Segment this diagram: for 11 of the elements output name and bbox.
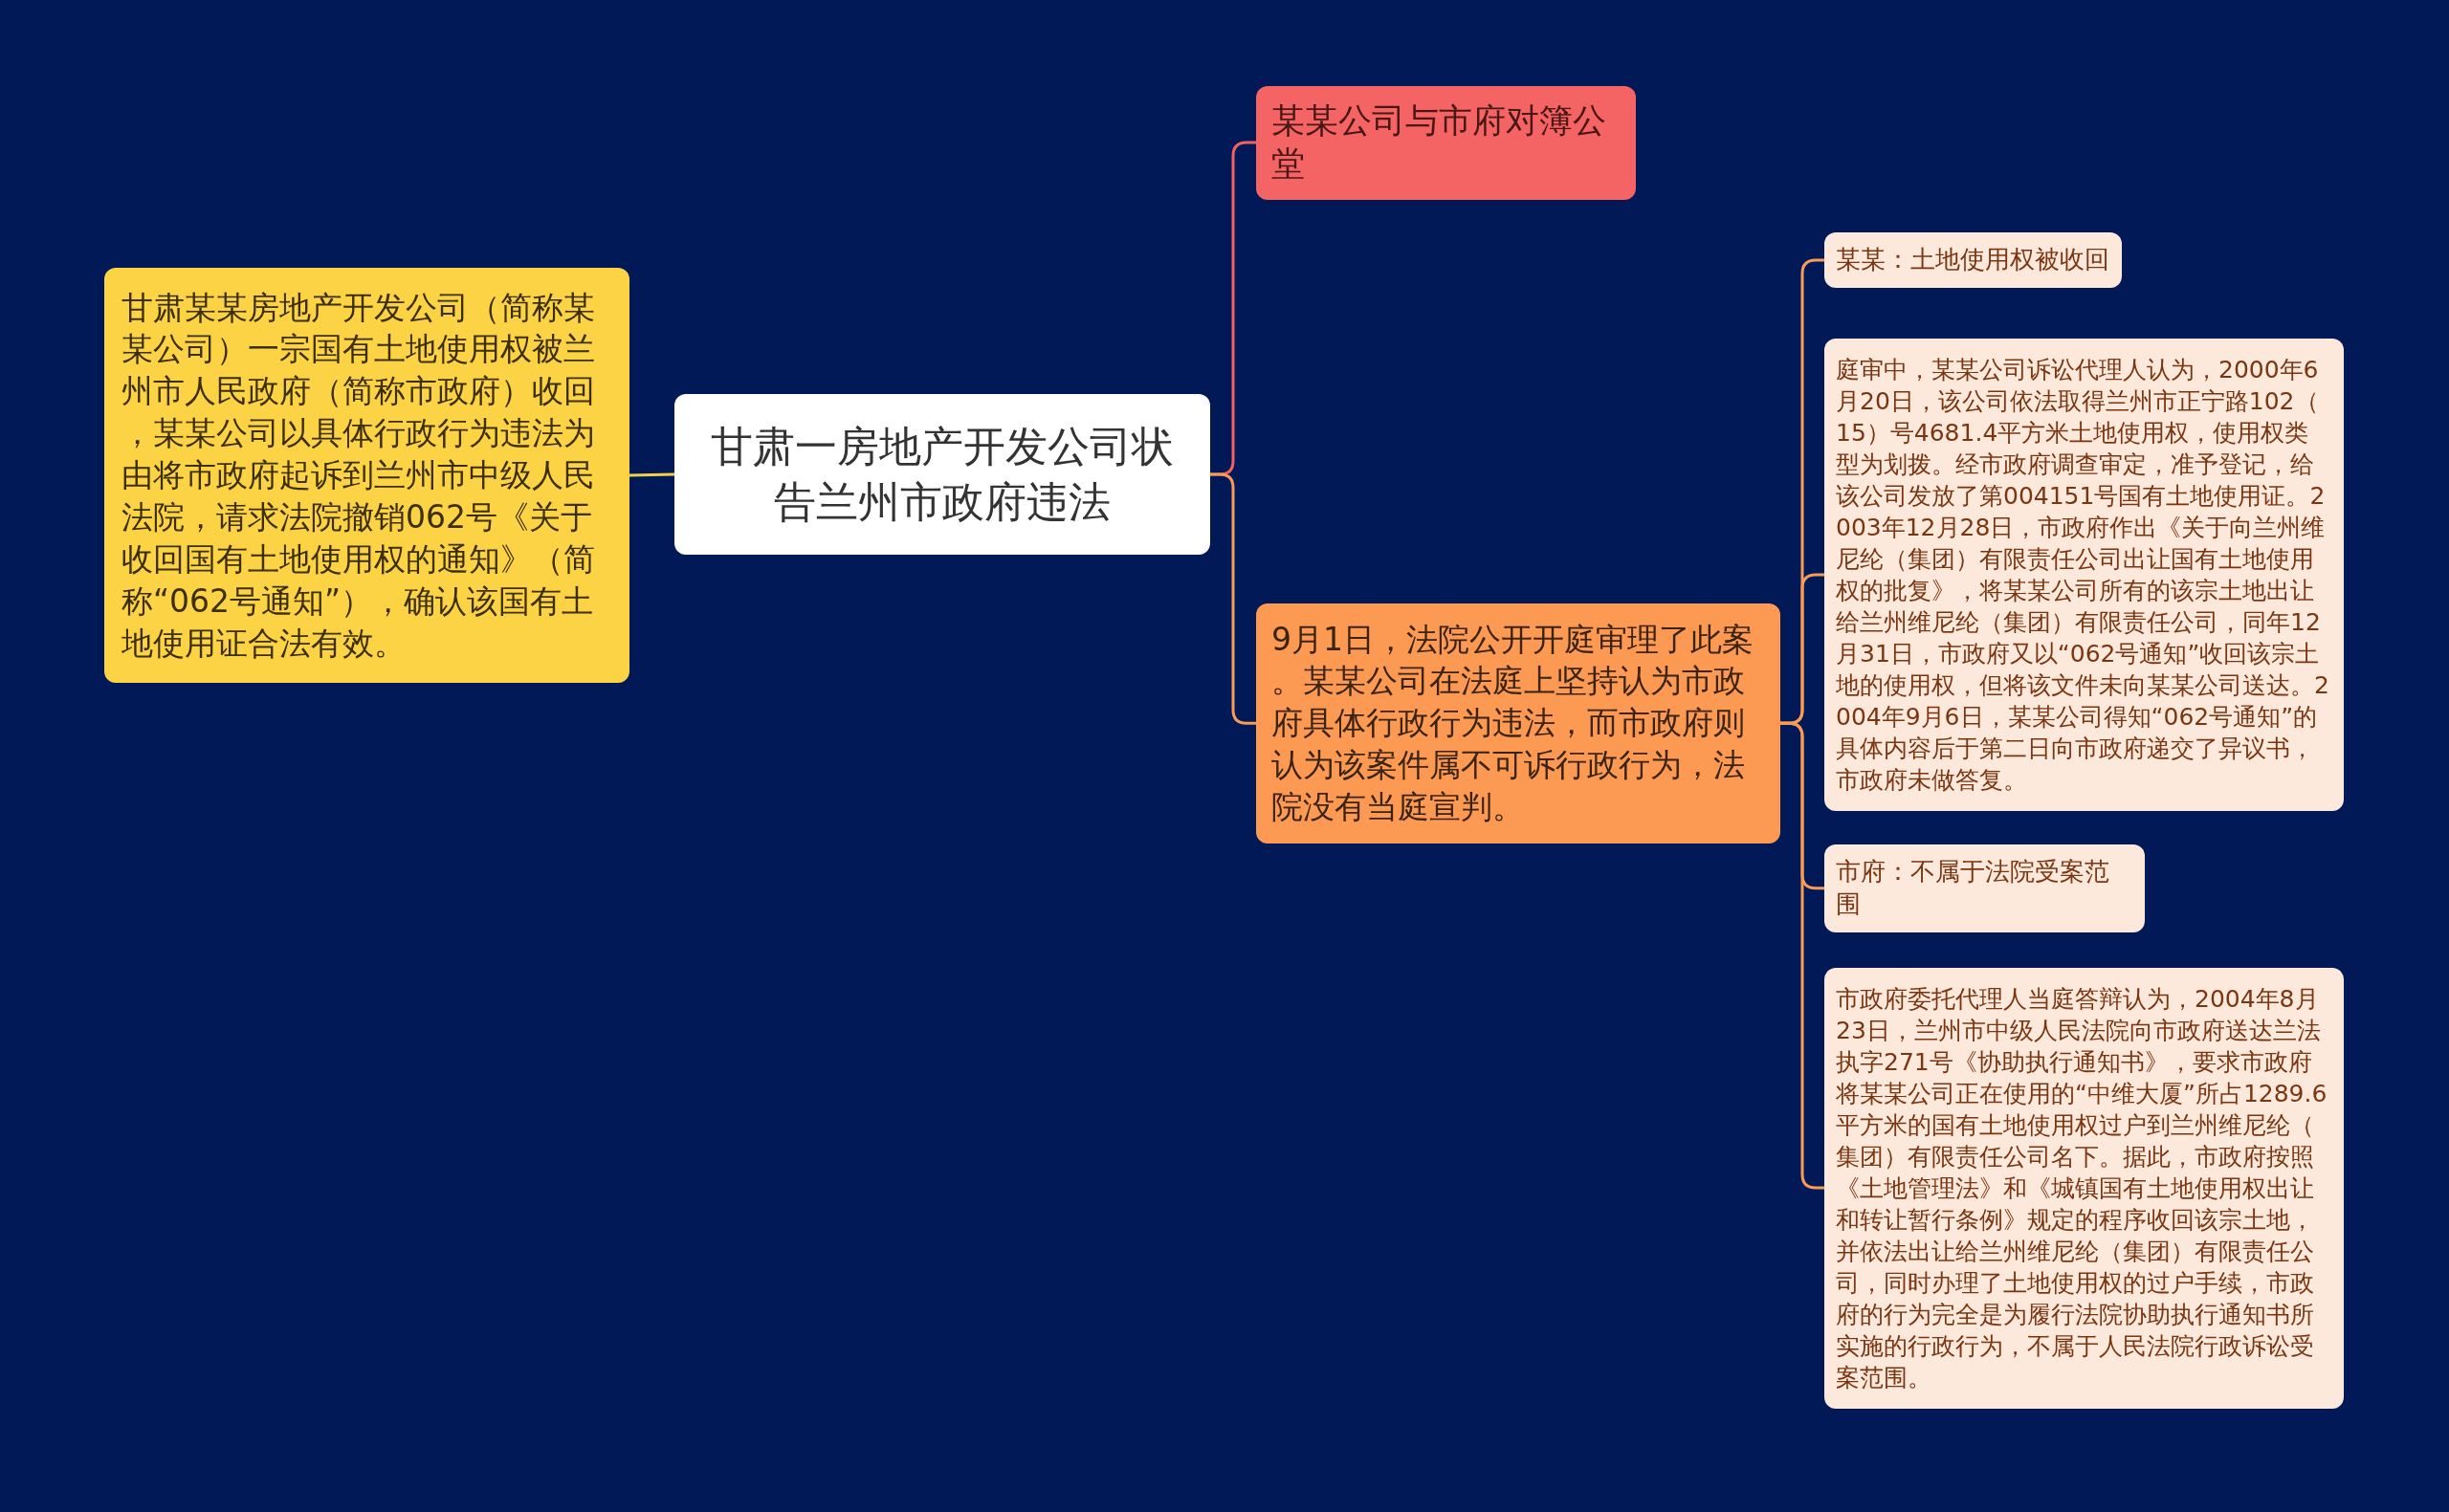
subtopic-box: 庭审中，某某公司诉讼代理人认为，2000年6月20日，该公司依法取得兰州市正宁路102（15）号4681.4平方米土地使用权，使用权类型为划拨。经市政府调查审定，准予登记，给该公司发放了第004151号国有土地使用证。2003年12月28日，市政府作出《关于向兰州维尼纶（集团）有限责任公司出让国有土地使用权的批复》，将某某公司所有的该宗土地出让给兰州维尼纶（集团）有限责任公司，同年12月31日，市政府又以“062号通知”收回该宗土地的使用权，但将该文件未向某某公司送达。2004年9月6日，某某公司得知“062号通知”的具体内容后于第二日向市政府递交了异议书，市政府未做答复。 bbox=[1824, 339, 2344, 811]
topic-box: 某某公司与市府对簿公堂 bbox=[1256, 85, 1636, 200]
subtopic-box: 某某：土地使用权被收回 bbox=[1824, 232, 2122, 288]
connector-line bbox=[1210, 472, 1256, 725]
connector-line bbox=[629, 472, 675, 477]
subtopic-box: 市政府委托代理人当庭答辩认为，2004年8月23日，兰州市中级人民法院向市政府送达兰法执字271号《协助执行通知书》，要求市政府将某某公司正在使用的“中维大厦”所占1289.6平方米的国有土地使用权过户到兰州维尼纶（集团）有限责任公司名下。据此，市政府按照《土地管理法》和《城镇国有土地使用权出让和转让暂行条例》规定的程序收回该宗土地，并依法出让给兰州维尼纶（集团）有限责任公司，同时办理了土地使用权的过户手续，市政府的行为完全是为履行法院协助执行通知书所实施的行政行为，不属于人民法院行政诉讼受案范围。 bbox=[1824, 967, 2344, 1409]
connector-line bbox=[1780, 721, 1824, 1190]
topic-box: 甘肃某某房地产开发公司（简称某某公司）一宗国有土地使用权被兰州市人民政府（简称市政府）收回，某某公司以具体行政行为违法为由将市政府起诉到兰州市中级人民法院，请求法院撤销062号《关于收回国有土地使用权的通知》（简称“062号通知”），确认该国有土地使用证合法有效。 bbox=[104, 267, 629, 684]
subtopic-box: 市府：不属于法院受案范围 bbox=[1824, 844, 2145, 932]
topic-box: 甘肃一房地产开发公司状告兰州市政府违法 bbox=[674, 394, 1210, 556]
topic-box: 9月1日，法院公开开庭审理了此案。某某公司在法庭上坚持认为市政府具体行政行为违法，而市政府则认为该案件属不可诉行政行为，法院没有当庭宣判。 bbox=[1256, 603, 1780, 844]
